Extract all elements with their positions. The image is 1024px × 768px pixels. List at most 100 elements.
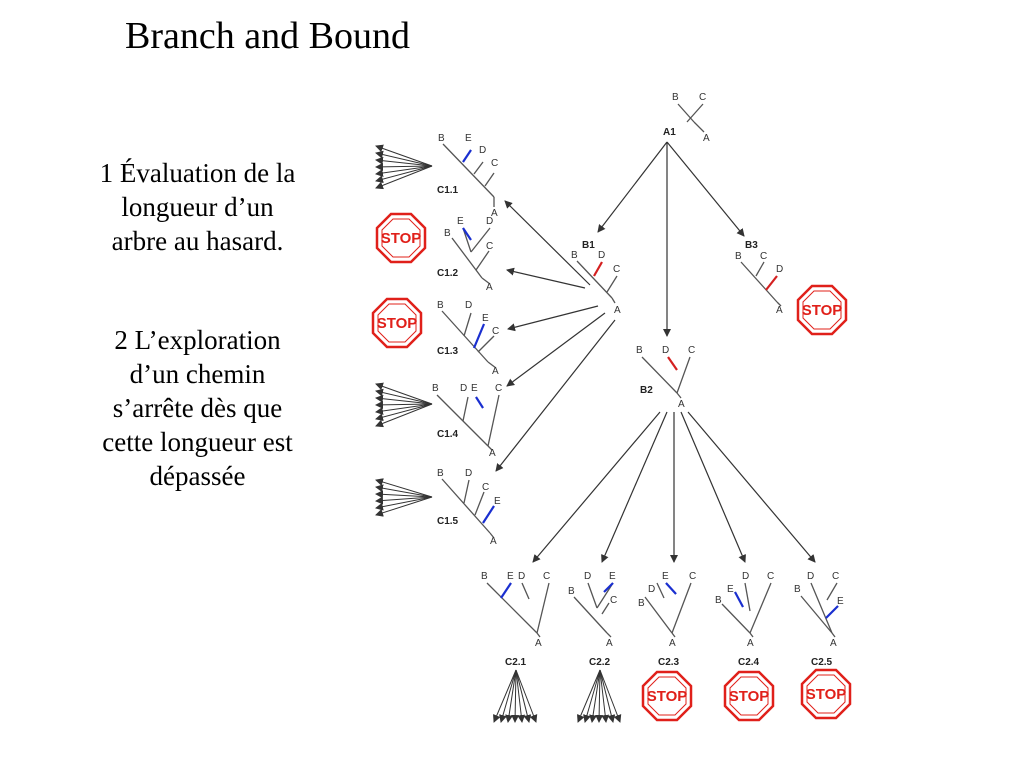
node-label-a1: A1	[663, 127, 676, 138]
tree-c1-2: B E D C A C1.2	[437, 216, 493, 293]
leaf-label: C	[491, 158, 498, 169]
leaf-label: C	[689, 571, 696, 582]
stop-label: STOP	[381, 230, 422, 247]
tree-b3: B C D A B3	[735, 240, 783, 316]
stop-sign-c1-2: STOP	[375, 212, 427, 264]
fan-arrows-c1-1	[375, 144, 433, 190]
tree-a1: B C A A1	[663, 92, 710, 144]
leaf-label: D	[742, 571, 749, 582]
leaf-label: C	[492, 326, 499, 337]
fan-arrows-c2-2	[577, 669, 622, 723]
leaf-label: D	[776, 264, 783, 275]
node-label-c1-2: C1.2	[437, 268, 459, 279]
arrow	[597, 141, 668, 233]
tree-b1: B D C A B1	[571, 240, 621, 316]
leaf-label: B	[481, 571, 488, 582]
leaf-label: C	[486, 241, 493, 252]
leaf-label: B	[672, 92, 679, 103]
leaf-label: B	[437, 300, 444, 311]
step-1-line: arbre au hasard.	[111, 226, 284, 256]
tree-c2-3: E C D B A C2.3	[638, 571, 696, 668]
leaf-label: B	[735, 251, 742, 262]
leaf-label: D	[465, 300, 472, 311]
leaf-label: C	[767, 571, 774, 582]
arrow	[601, 411, 668, 563]
leaf-label: C	[543, 571, 550, 582]
step-2-line: 2 L’exploration	[114, 325, 281, 355]
tree-c2-5: D C B E A C2.5	[794, 571, 844, 668]
arrow	[532, 411, 661, 563]
leaf-label: D	[486, 216, 493, 227]
tree-c1-1: B E D C A C1.1	[437, 133, 498, 219]
leaf-label: B	[715, 595, 722, 606]
arrow	[687, 411, 816, 563]
arrow	[504, 200, 591, 286]
leaf-label: E	[471, 383, 478, 394]
step-1-line: longueur d’un	[121, 192, 274, 222]
leaf-label: A	[606, 638, 613, 649]
leaf-label: E	[457, 216, 464, 227]
node-label-c2-4: C2.4	[738, 657, 760, 668]
leaf-label: A	[486, 282, 493, 293]
arrow	[506, 312, 606, 387]
leaf-label: A	[747, 638, 754, 649]
leaf-label: A	[678, 399, 685, 410]
step-1-text: 1 Évaluation de la longueur d’un arbre a…	[60, 156, 335, 258]
leaf-label: A	[669, 638, 676, 649]
tree-c2-1: B E D C A C2.1	[481, 571, 550, 668]
leaf-label: C	[760, 251, 767, 262]
leaf-label: A	[703, 133, 710, 144]
leaf-label: B	[571, 250, 578, 261]
step-1-line: 1 Évaluation de la	[99, 158, 296, 188]
node-label-b1: B1	[582, 240, 595, 251]
leaf-label: C	[699, 92, 706, 103]
arrow	[666, 141, 745, 237]
stop-label: STOP	[729, 688, 770, 705]
leaf-label: A	[491, 208, 498, 219]
slide-title: Branch and Bound	[125, 15, 410, 57]
node-label-c1-1: C1.1	[437, 185, 459, 196]
leaf-label: E	[837, 596, 844, 607]
leaf-label: C	[610, 595, 617, 606]
node-label-c2-2: C2.2	[589, 657, 611, 668]
leaf-label: A	[490, 536, 497, 547]
arrow	[506, 267, 586, 289]
fan-arrows-c1-5	[375, 478, 433, 517]
leaf-label: C	[613, 264, 620, 275]
leaf-label: C	[495, 383, 502, 394]
tree-c2-2: D E B C A C2.2	[568, 571, 617, 668]
leaf-label: E	[482, 313, 489, 324]
leaf-label: A	[614, 305, 621, 316]
node-label-c2-1: C2.1	[505, 657, 527, 668]
leaf-label: E	[507, 571, 514, 582]
leaf-label: D	[807, 571, 814, 582]
stop-label: STOP	[647, 688, 688, 705]
node-label-c1-3: C1.3	[437, 346, 459, 357]
leaf-label: C	[482, 482, 489, 493]
leaf-label: E	[494, 496, 501, 507]
leaf-label: B	[438, 133, 445, 144]
step-2-line: d’un chemin	[129, 359, 266, 389]
tree-c1-5: B D C E A C1.5	[437, 468, 501, 547]
step-2-line: s’arrête dès que	[112, 393, 283, 423]
step-2-line: dépassée	[149, 461, 246, 491]
leaf-label: D	[662, 345, 669, 356]
leaf-label: B	[636, 345, 643, 356]
stop-sign-c2-5: STOP	[800, 668, 852, 720]
leaf-label: A	[830, 638, 837, 649]
leaf-label: A	[489, 448, 496, 459]
node-label-b2: B2	[640, 385, 653, 396]
leaf-label: D	[460, 383, 467, 394]
stop-sign-c2-3: STOP	[641, 670, 693, 722]
leaf-label: E	[465, 133, 472, 144]
leaf-label: B	[568, 586, 575, 597]
tree-c2-4: D C E B A C2.4	[715, 571, 774, 668]
leaf-label: B	[437, 468, 444, 479]
step-2-line: cette longueur est	[102, 427, 293, 457]
stop-sign-b3: STOP	[796, 284, 848, 336]
fan-arrows-c1-4	[375, 382, 433, 428]
stop-label: STOP	[377, 315, 418, 332]
stop-label: STOP	[806, 686, 847, 703]
node-label-c1-5: C1.5	[437, 516, 459, 527]
